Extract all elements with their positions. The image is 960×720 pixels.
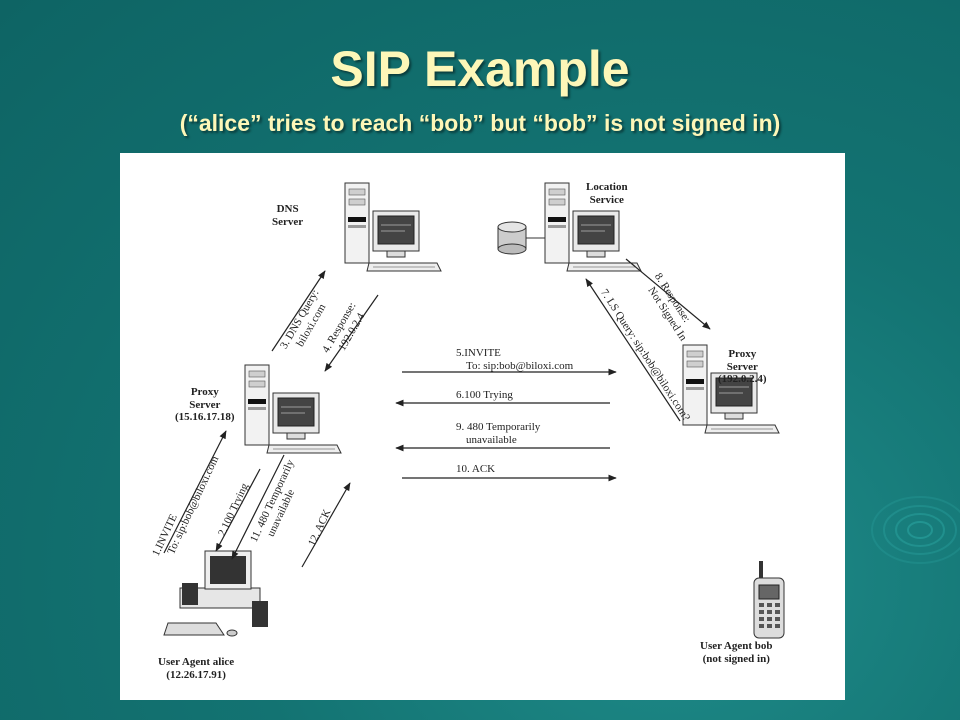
alice-label: User Agent alice(12.26.17.91) xyxy=(158,656,235,681)
arrow-11-480 xyxy=(231,454,285,560)
location-service-computer xyxy=(497,182,642,272)
arrow-12-ack xyxy=(301,482,351,568)
bob-label: User Agent bob(not signed in) xyxy=(700,640,773,665)
arrow-1-invite xyxy=(163,430,227,554)
slide-subtitle: (“alice” tries to reach “bob” but “bob” … xyxy=(179,110,781,136)
proxy-left-computer xyxy=(244,364,342,454)
arrow-2-trying xyxy=(215,468,261,552)
arrow-4-response xyxy=(324,294,379,372)
arrow-7-ls-query xyxy=(585,278,681,422)
arrow-3-dns-query xyxy=(271,270,326,352)
msg-10-label: 10. ACK xyxy=(456,463,496,475)
diagram-graphics xyxy=(163,182,785,639)
arrow-8-response xyxy=(625,258,711,330)
msg-6-label: 6.100 Trying xyxy=(456,389,513,401)
alice-computer xyxy=(163,550,268,637)
slide-title: SIP Example xyxy=(330,41,630,97)
ripple-decoration xyxy=(871,496,960,564)
dns-server-computer xyxy=(344,182,442,272)
bob-phone xyxy=(753,561,785,639)
